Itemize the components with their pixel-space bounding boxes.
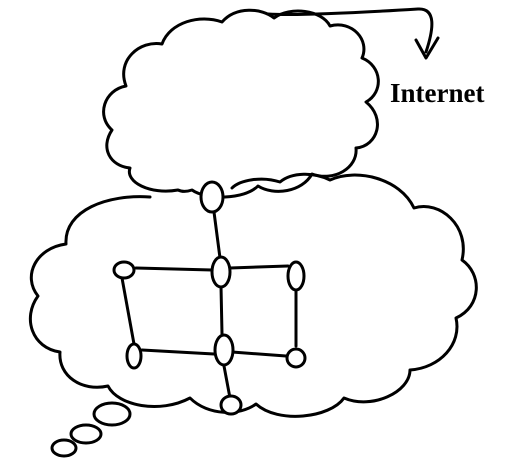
- network-nodes: [112, 180, 307, 416]
- internet-arrow-head: [414, 36, 440, 60]
- link-left-bottom-hub-bottom: [140, 348, 216, 356]
- hub-top-node: [210, 255, 232, 289]
- thought-bubble-medium: [69, 423, 103, 445]
- link-hub-top-right-top: [228, 264, 290, 270]
- bottom-node: [219, 394, 243, 416]
- left-top-node: [112, 260, 136, 280]
- local-network-cloud: [28, 172, 478, 418]
- link-hub-top-hub-bottom: [219, 284, 224, 336]
- link-hub-bottom-right-bottom: [230, 350, 288, 358]
- link-hub-bottom-bottom-node: [222, 364, 232, 400]
- right-top-node: [286, 260, 306, 292]
- internet-arrow-line: [266, 7, 434, 54]
- link-left-top-hub-top: [134, 266, 214, 272]
- internet-label: Internet: [390, 78, 484, 108]
- internet-cloud: [102, 8, 380, 199]
- gateway-node: [199, 180, 225, 214]
- link-left-top-left-bottom: [120, 276, 136, 346]
- thought-bubble-small: [50, 438, 78, 458]
- thought-bubble-large: [92, 401, 132, 427]
- hub-bottom-node: [213, 333, 235, 367]
- right-bottom-node: [285, 347, 307, 369]
- left-bottom-node: [125, 342, 143, 370]
- network-links: [120, 210, 298, 400]
- link-gateway-hub-top: [212, 210, 222, 260]
